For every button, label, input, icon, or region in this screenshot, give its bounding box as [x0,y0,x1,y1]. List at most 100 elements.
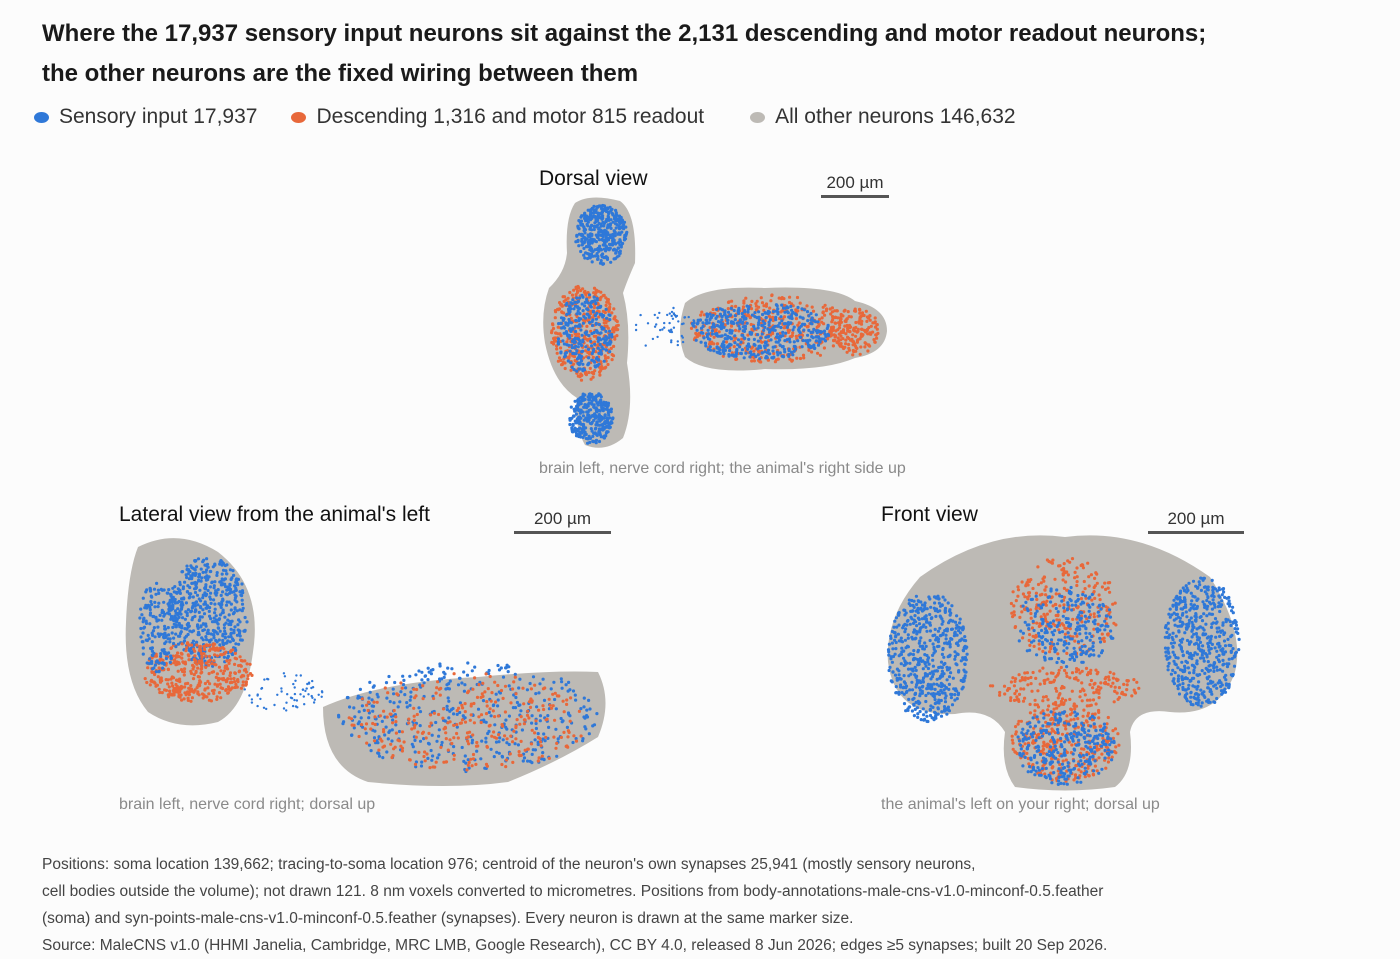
lateral-sensory-brain-point [178,634,182,638]
dorsal-sensory-cord-point [792,349,796,353]
lateral-sensory-neck-point [286,693,289,696]
dorsal-sensory-cord-point [742,314,746,318]
lateral-sensory-cord-point [530,752,534,756]
lateral-readout-brain-point [224,680,228,684]
dorsal-sensory-upper-point [597,230,601,234]
lateral-readout-cord-point [414,694,418,698]
dorsal-sensory-upper-point [593,221,597,225]
dorsal-sensory-cord-point [732,308,736,313]
dorsal-readout-brain-point [570,293,575,297]
lateral-readout-brain-point [156,675,160,679]
lateral-sensory-cord-point [538,682,542,686]
lateral-readout-brain-point [171,676,176,680]
lateral-readout-cord-point [537,708,541,712]
dorsal-sensory-brain-point [568,336,572,340]
lateral-sensory-cord-point [460,681,464,685]
lateral-sensory-brain-point [186,608,190,612]
dorsal-readout-cord-point [749,322,753,327]
dorsal-readout-tail-point [851,333,855,337]
lateral-sensory-edge-point [145,588,149,592]
lateral-sensory-brain-point [217,638,221,642]
lateral-readout-cord-point [514,692,518,696]
lateral-sensory-neck-point [320,695,323,698]
front-sensory-left-lobe-point [906,636,910,640]
dorsal-sensory-cord-point [722,340,726,344]
dorsal-readout-brain-point [603,310,607,315]
lateral-sensory-brain-point [187,648,191,652]
lateral-readout-cord-point [392,708,396,713]
front-sensory-right-lobe-point [1215,620,1219,624]
lateral-readout-brain-point [148,683,152,687]
lateral-readout-brain-point [208,682,212,686]
dorsal-sensory-cord-point [753,311,757,315]
lateral-readout-brain-point [207,654,212,658]
lateral-readout-brain-point [189,699,193,703]
lateral-readout-brain-point [183,660,187,664]
dorsal-sensory-neck-point [673,314,677,317]
dorsal-sensory-cord-point [785,325,789,329]
lateral-sensory-cord-point [446,666,450,670]
lateral-sensory-cord-point [447,716,451,720]
dorsal-sensory-upper-point [608,205,612,209]
front-sensory-left-lobe-point [899,662,903,666]
dorsal-sensory-brain-point [579,328,583,332]
dorsal-readout-cord-point [764,302,769,306]
front-sensory-left-lobe-point [950,604,954,608]
dorsal-readout-brain-point [562,311,566,315]
front-sensory-left-lobe-point [941,646,945,651]
lateral-sensory-cord-point [494,740,499,744]
front-sensory-left-lobe-point [897,654,901,658]
front-sensory-left-lobe-point [945,627,949,631]
front-sensory-left-lobe-point [895,625,899,629]
lateral-readout-cord-point [417,750,421,754]
front-sensory-left-lobe-point [923,717,927,721]
lateral-readout-brain-point [228,674,232,678]
dorsal-sensory-cord-point [708,317,712,322]
front-sensory-left-lobe-point [927,662,931,666]
dorsal-sensory-neck-point [672,326,676,329]
lateral-readout-brain-point [186,681,190,685]
dorsal-sensory-neck-point [659,328,662,332]
dorsal-sensory-upper-point [616,241,620,245]
dorsal-readout-tail-point [847,336,851,341]
dorsal-sensory-brain-point [556,337,561,341]
dorsal-readout-cord-point [746,313,750,317]
dorsal-sensory-lower-point [600,406,604,410]
lateral-sensory-brain-point [196,626,200,630]
lateral-sensory-brain-point [230,652,235,657]
front-sensory-left-lobe-point [921,707,925,711]
lateral-sensory-cord-point [494,692,498,696]
lateral-sensory-edge-point [141,631,145,635]
dorsal-readout-tail-point [858,352,862,356]
dorsal-sensory-brain-point [584,345,588,349]
lateral-sensory-cord-point [404,686,408,690]
dorsal-readout-brain-point [590,371,594,375]
dorsal-sensory-upper-point [596,254,600,258]
dorsal-sensory-cord-point [769,328,773,332]
dorsal-sensory-cord-point [725,337,729,341]
lateral-readout-cord-point [365,703,369,707]
lateral-readout-cord-point [474,762,478,766]
dorsal-readout-brain-point [553,316,557,320]
dorsal-sensory-brain-point [566,323,570,327]
dorsal-sensory-brain-point [590,358,594,362]
front-sensory-left-lobe-point [923,662,927,666]
legend-item-sensory: Sensory input 17,937 [34,105,257,129]
lateral-sensory-brain-point [204,594,208,598]
lateral-readout-cord-point [572,734,576,738]
front-sensory-right-lobe-point [1237,637,1241,641]
lateral-readout-cord-point [534,719,538,723]
lateral-sensory-cord-point [375,692,379,696]
dorsal-sensory-upper-point [601,232,606,236]
front-sensory-right-lobe-point [1167,612,1171,616]
dorsal-readout-brain-point [598,373,602,377]
lateral-sensory-neck-point [282,672,286,675]
dorsal-sensory-upper-point [608,243,612,247]
lateral-readout-brain-point [241,680,245,684]
lateral-readout-cord-point [522,722,526,726]
dorsal-sensory-cord-point [760,332,764,336]
dorsal-sensory-neck-point [668,321,671,325]
lateral-readout-cord-point [412,706,416,710]
dorsal-sensory-brain-point [591,318,595,322]
dorsal-readout-cord-point [762,304,766,308]
